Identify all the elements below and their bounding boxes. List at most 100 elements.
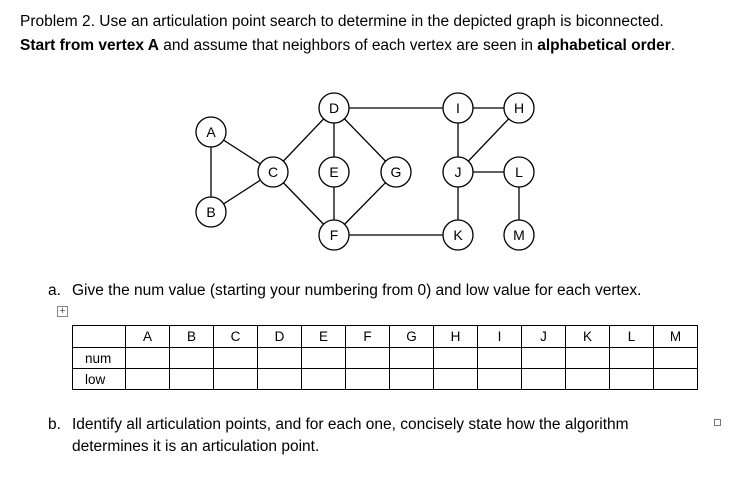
table-move-handle-icon[interactable]: +	[57, 306, 68, 317]
row-label-low: low	[72, 368, 126, 390]
vertex-label: I	[456, 100, 460, 116]
vertex-circle	[442, 219, 474, 251]
vertex-label: F	[330, 227, 339, 243]
num-cell-d[interactable]	[257, 347, 302, 369]
vertex-label: L	[515, 164, 523, 180]
num-cell-c[interactable]	[213, 347, 258, 369]
vertex-j: J	[442, 156, 474, 188]
num-cell-b[interactable]	[169, 347, 214, 369]
low-cell-g[interactable]	[389, 368, 434, 390]
table-row-low: low	[72, 368, 698, 390]
vertex-label: D	[329, 100, 339, 116]
vertex-label: B	[206, 204, 215, 220]
question-a-letter: a.	[48, 282, 61, 299]
question-b-text-1: Identify all articulation points, and fo…	[72, 416, 629, 433]
low-cell-c[interactable]	[213, 368, 258, 390]
low-cell-e[interactable]	[301, 368, 346, 390]
question-a-text: Give the num value (starting your number…	[72, 282, 642, 299]
num-cell-f[interactable]	[345, 347, 390, 369]
column-header-k: K	[565, 325, 610, 348]
column-header-e: E	[301, 325, 346, 348]
low-cell-h[interactable]	[433, 368, 478, 390]
vertex-label: H	[514, 100, 524, 116]
column-header-g: G	[389, 325, 434, 348]
low-cell-k[interactable]	[565, 368, 610, 390]
vertex-k: K	[442, 219, 474, 251]
table-row-num: num	[72, 347, 698, 369]
low-cell-i[interactable]	[477, 368, 522, 390]
low-cell-j[interactable]	[521, 368, 566, 390]
vertex-circle	[195, 116, 227, 148]
vertex-l: L	[503, 156, 535, 188]
problem-statement-line-1: Problem 2. Use an articulation point sea…	[20, 13, 664, 30]
vertex-e: E	[318, 156, 350, 188]
vertex-circle	[318, 156, 350, 188]
low-cell-m[interactable]	[653, 368, 698, 390]
vertex-circle	[318, 92, 350, 124]
vertex-circle	[503, 156, 535, 188]
num-cell-j[interactable]	[521, 347, 566, 369]
column-header-b: B	[169, 325, 214, 348]
vertex-circle	[195, 196, 227, 228]
low-cell-f[interactable]	[345, 368, 390, 390]
column-header-f: F	[345, 325, 390, 348]
column-header-c: C	[213, 325, 258, 348]
vertex-b: B	[195, 196, 227, 228]
question-b-line-1: b. Identify all articulation points, and …	[48, 416, 629, 434]
vertex-label: G	[391, 164, 402, 180]
vertex-i: I	[442, 92, 474, 124]
num-cell-e[interactable]	[301, 347, 346, 369]
low-cell-b[interactable]	[169, 368, 214, 390]
column-header-j: J	[521, 325, 566, 348]
column-header-d: D	[257, 325, 302, 348]
alphabetical-order-emphasis: alphabetical order	[537, 37, 671, 54]
problem-statement-line-2: Start from vertex A and assume that neig…	[20, 37, 675, 55]
question-b-line-2: determines it is an articulation point.	[72, 438, 320, 455]
vertex-m: M	[503, 219, 535, 251]
num-cell-a[interactable]	[125, 347, 170, 369]
vertex-circle	[442, 156, 474, 188]
table-resize-handle-icon[interactable]	[714, 419, 721, 426]
num-cell-i[interactable]	[477, 347, 522, 369]
num-cell-l[interactable]	[609, 347, 654, 369]
graph-nodes: A B C D E F G I H J L K M	[195, 92, 535, 251]
vertex-a: A	[195, 116, 227, 148]
row-label-num: num	[72, 347, 126, 369]
question-b-letter: b.	[48, 416, 61, 433]
column-header-i: I	[477, 325, 522, 348]
column-header-m: M	[653, 325, 698, 348]
num-cell-m[interactable]	[653, 347, 698, 369]
vertex-f: F	[318, 219, 350, 251]
low-cell-l[interactable]	[609, 368, 654, 390]
vertex-label: M	[513, 227, 525, 243]
vertex-circle	[503, 219, 535, 251]
num-cell-g[interactable]	[389, 347, 434, 369]
column-header-l: L	[609, 325, 654, 348]
instruction-text: and assume that neighbors of each vertex…	[158, 37, 538, 54]
vertex-g: G	[380, 156, 412, 188]
vertex-label: C	[268, 164, 278, 180]
column-header-h: H	[433, 325, 478, 348]
num-cell-h[interactable]	[433, 347, 478, 369]
vertex-circle	[442, 92, 474, 124]
question-a: a. Give the num value (starting your numb…	[48, 282, 641, 300]
column-header-a: A	[125, 325, 170, 348]
low-cell-a[interactable]	[125, 368, 170, 390]
vertex-circle	[318, 219, 350, 251]
low-cell-d[interactable]	[257, 368, 302, 390]
vertex-circle	[380, 156, 412, 188]
table-corner-cell	[72, 325, 126, 348]
vertex-circle	[257, 156, 289, 188]
vertex-label: J	[455, 164, 462, 180]
vertex-label: K	[453, 227, 463, 243]
vertex-h: H	[503, 92, 535, 124]
vertex-circle	[503, 92, 535, 124]
vertex-label: A	[206, 124, 216, 140]
start-vertex-instruction: Start from vertex A	[20, 37, 159, 54]
vertex-c: C	[257, 156, 289, 188]
num-cell-k[interactable]	[565, 347, 610, 369]
vertex-d: D	[318, 92, 350, 124]
